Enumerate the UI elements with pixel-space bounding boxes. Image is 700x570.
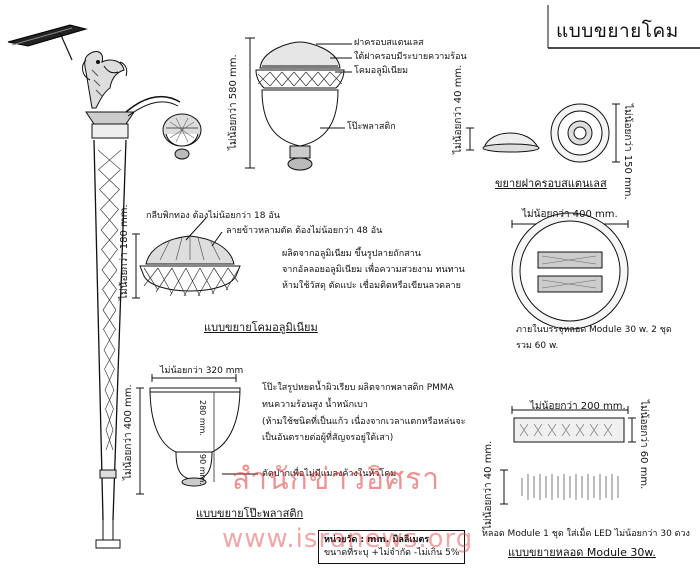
- pole-lamp-head: [162, 113, 202, 160]
- solar-panel: [7, 24, 88, 61]
- globe-note-2: ทนความร้อนสูง น้ำหนักเบา: [262, 400, 368, 410]
- units-line-1: หน่วยวัด : mm. มิลลิเมตร: [324, 535, 430, 545]
- globe-note-3: (ห้ามใช้ชนิดที่เป็นแก้ว เนื่องจากเวลาแตก…: [262, 417, 466, 427]
- led-top-note-2: รวม 60 w.: [516, 341, 559, 351]
- aluminium-height: ไม่น้อยกว่า 180 mm.: [119, 204, 130, 300]
- module-height-right: ไม่น้อยกว่า 60 mm.: [638, 400, 649, 490]
- main-lamp-height: ไม่น้อยกว่า 580 mm.: [228, 54, 239, 150]
- aluminium-note-3: ห้ามใช้วัสดุ ตัดแปะ เชื่อมติดหรือเขียนลว…: [282, 281, 461, 291]
- plastic-globe: [136, 374, 258, 495]
- module-width: ไม่น้อยกว่า 200 mm.: [530, 401, 626, 412]
- globe-inner-height-2: 90 mm.: [198, 454, 207, 485]
- cover-caption: ขยายฝาครอบสแตนเลส: [495, 177, 607, 190]
- globe-caption: แบบขยายโป๊ะพลาสติก: [196, 507, 304, 520]
- cover-width: ไม่น้อยกว่า 150 mm.: [622, 104, 633, 200]
- led-top-view: [511, 212, 629, 330]
- label-pattern: ลายข้าวหลามตัด ต้องไม่น้อยกว่า 48 อัน: [226, 226, 383, 236]
- title-frame: [547, 5, 700, 49]
- aluminium-shade: [132, 217, 241, 299]
- watermark-name: สำนักข่าวอิศรา: [232, 462, 441, 497]
- label-aluminium: โคมอลูมิเนียม: [354, 66, 409, 76]
- aluminium-note-1: ผลิตจากอลูมิเนียม ขึ้นรูปลายถักสาน: [282, 249, 421, 259]
- led-top-note-1: ภายในบรรจุหลอด Module 30 w. 2 ชุด: [516, 325, 672, 335]
- pole: [85, 95, 181, 549]
- label-plastic-globe: โป๊ะพลาสติก: [347, 122, 396, 132]
- globe-note-1: โป๊ะใสรูปหยดน้ำผิวเรียบ ผลิตจากพลาสติก P…: [262, 383, 454, 393]
- globe-width: ไม่น้อยกว่า 320 mm: [160, 366, 244, 376]
- units-box: หน่วยวัด : mm. มิลลิเมตร ขนาดที่ระบุ +ไม…: [318, 530, 466, 564]
- naga-ornament: [82, 51, 128, 109]
- units-line-2: ขนาดที่ระบุ +ไม่จำกัด -ไม่เกิน 5%: [324, 548, 460, 558]
- aluminium-note-2: จากอัลลอยอลูมิเนียม เพื่อความสวยงาม ทนทา…: [282, 265, 465, 275]
- globe-inner-height-1: 280 mm.: [198, 400, 207, 436]
- module-note: หลอด Module 1 ชุด ใส่เม็ด LED ไม่น้อยกว่…: [482, 529, 690, 539]
- aluminium-caption: แบบขยายโคมอลูมิเนียม: [204, 321, 318, 334]
- label-cover: ฝาครอบสแตนเลส: [354, 38, 424, 48]
- led-top-width: ไม่น้อยกว่า 400 mm.: [522, 209, 618, 220]
- main-lamp-head: [245, 37, 352, 171]
- label-gold-leaf: กลีบพิกทอง ต้องไม่น้อยกว่า 18 อัน: [146, 211, 280, 221]
- led-module: [500, 406, 636, 505]
- watermark-url: www.isranews.org: [222, 524, 474, 554]
- globe-height: ไม่น้อยกว่า 400 mm.: [123, 384, 134, 480]
- cover-height: ไม่น้อยกว่า 40 mm.: [453, 64, 464, 154]
- globe-note-4: เป็นอันตรายต่อผู้ที่สัญจรอยู่ใต้เสา): [262, 433, 394, 443]
- label-cover-vent: ใต้ฝาครอบมีระบายความร้อน: [354, 52, 467, 62]
- module-caption: แบบขยายหลอด Module 30w.: [508, 546, 656, 559]
- globe-cap-note: ตัดปากเพื่อไม่มีแมลงค้างในหัวโคม: [262, 469, 397, 479]
- page-title: แบบขยายโคม: [556, 20, 679, 42]
- cover-detail: [466, 103, 620, 163]
- module-height-left: ไม่น้อยกว่า 40 mm.: [483, 440, 494, 530]
